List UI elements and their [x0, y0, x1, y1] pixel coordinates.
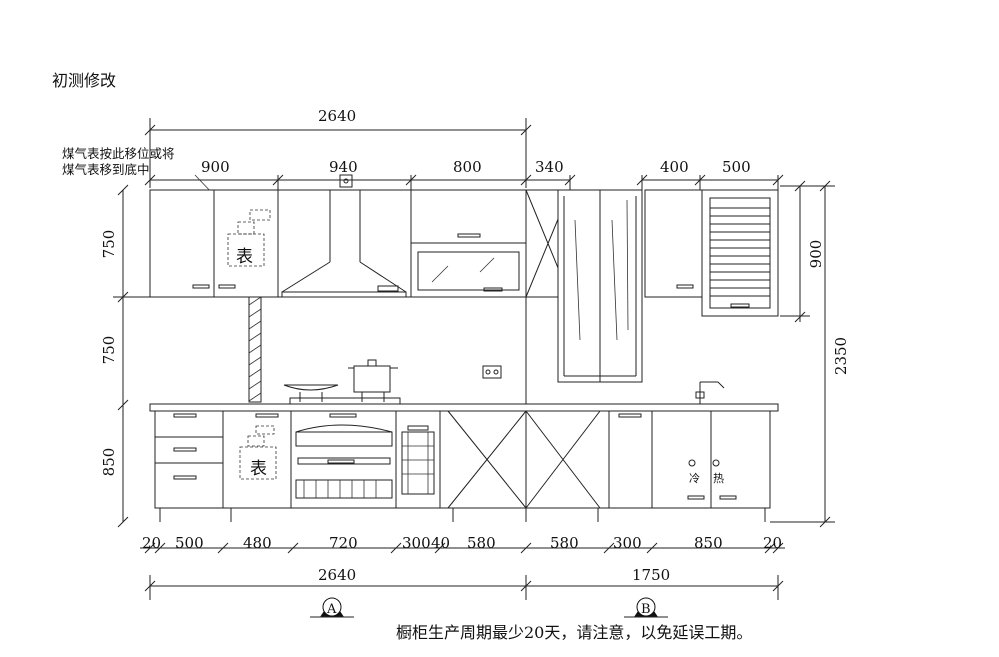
bottom-dim-480: 480 — [243, 534, 272, 552]
bottom-dim-850: 850 — [694, 534, 723, 552]
upper-cabinet-right — [644, 189, 703, 298]
narrow-pullout-rack — [395, 410, 441, 509]
upper-cabinet-left — [149, 189, 279, 298]
top-segment-dimension-line — [144, 174, 784, 190]
lower-cabinet-door — [608, 410, 653, 509]
gas-meter-note-line1: 煤气表按此移位或将 — [62, 146, 175, 161]
gas-meter-label-upper: 表 — [236, 247, 253, 267]
top-dim-900: 900 — [201, 158, 230, 176]
sink-cabinet: 冷 热 — [651, 410, 771, 509]
bottom-dim-20-left: 20 — [142, 534, 161, 552]
sink-faucet — [695, 381, 725, 404]
bottom-segment-dimension-line — [140, 542, 785, 554]
bottom-dim-580-b: 580 — [550, 534, 579, 552]
right-dimension-lines — [770, 180, 835, 528]
bottom-dim-720: 720 — [329, 534, 358, 552]
drawing-title: 初测修改 — [52, 71, 116, 90]
drawer-unit — [154, 410, 224, 509]
right-dim-upper: 900 — [807, 240, 825, 269]
hot-water-label: 热 — [713, 472, 724, 485]
outlet-icon — [482, 365, 502, 379]
top-dim-500: 500 — [722, 158, 751, 176]
base-plinth — [155, 507, 770, 522]
gas-pipe — [248, 296, 262, 403]
top-dim-800: 800 — [453, 158, 482, 176]
cold-water-label: 冷 — [689, 472, 700, 485]
top-dim-340: 340 — [535, 158, 564, 176]
pot-on-burner — [348, 359, 398, 402]
tall-cabinet — [557, 189, 643, 383]
top-dim-940: 940 — [329, 158, 358, 176]
left-dim-upper: 750 — [100, 230, 118, 259]
section-marker-b-label: B — [641, 602, 651, 617]
footer-production-note: 橱柜生产周期最少20天，请注意，以免延误工期。 — [396, 623, 752, 642]
left-dim-lower: 850 — [100, 448, 118, 477]
louver-cabinet — [701, 189, 779, 317]
pullout-basket-cabinet — [290, 410, 397, 509]
top-dim-400: 400 — [660, 158, 689, 176]
gas-meter-note-line2: 煤气表移到底中 — [62, 162, 150, 177]
lower-cabinet-meter: 表 — [222, 410, 292, 509]
upper-cabinet-glass — [410, 189, 527, 298]
top-overall-dimension-value: 2640 — [318, 107, 356, 125]
wok-on-burner — [283, 384, 339, 402]
range-hood — [277, 174, 412, 298]
section-marker-a-label: A — [326, 602, 337, 617]
bottom-dim-580-a: 580 — [467, 534, 496, 552]
right-dim-total: 2350 — [832, 337, 850, 375]
countertop — [149, 403, 779, 412]
lower-cabinet-cross-b — [525, 410, 610, 509]
bottom-dim-300-b: 300 — [613, 534, 642, 552]
left-dim-middle: 750 — [100, 336, 118, 365]
bottom-overall-dimension-line — [144, 575, 784, 600]
bottom-dim-20-right: 20 — [763, 534, 782, 552]
bottom-overall-dim-b: 1750 — [632, 566, 670, 584]
left-dimension-line — [113, 184, 150, 528]
top-overall-dimension — [144, 118, 532, 188]
bottom-dim-500: 500 — [175, 534, 204, 552]
gas-meter-label-lower: 表 — [250, 459, 267, 479]
section-marker-b: B — [624, 597, 668, 618]
bottom-overall-dim-a: 2640 — [318, 566, 356, 584]
bottom-dim-40: 40 — [431, 534, 450, 552]
section-marker-a: A — [310, 597, 354, 618]
lower-cabinet-cross-a — [439, 410, 527, 509]
bottom-dim-300: 300 — [402, 534, 431, 552]
gas-meter-upper: 表 — [227, 209, 271, 267]
